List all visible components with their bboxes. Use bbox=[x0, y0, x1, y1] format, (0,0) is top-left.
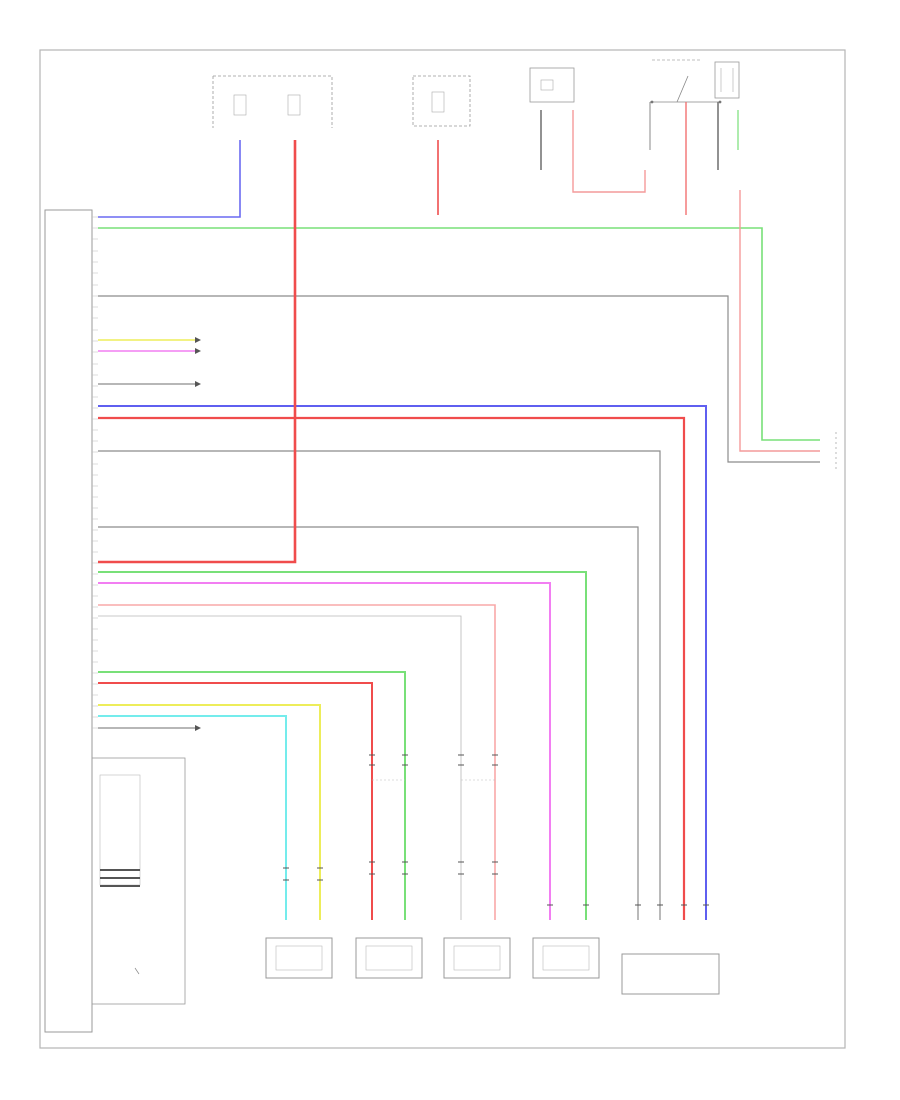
wire-gray-sensor3 bbox=[98, 615, 462, 920]
wire-pink-sensor4 bbox=[98, 582, 551, 920]
wire-green-sensor2 bbox=[98, 671, 406, 920]
control-unit-inner bbox=[91, 757, 186, 1005]
connector-marks bbox=[283, 754, 709, 906]
wire-gray-low bbox=[98, 526, 639, 920]
wire-blue-long bbox=[98, 405, 707, 920]
wire-green-long bbox=[98, 227, 820, 441]
wire-arrows bbox=[195, 337, 201, 731]
sensor-2 bbox=[355, 937, 423, 979]
sensor-3 bbox=[443, 937, 511, 979]
wire-yellow-sensor1 bbox=[98, 704, 321, 920]
control-unit-pins bbox=[92, 216, 98, 729]
fuse-block-middle bbox=[412, 75, 471, 127]
wire-gray-top bbox=[98, 295, 820, 463]
relay-box bbox=[529, 67, 575, 103]
fuse-block-left bbox=[212, 75, 333, 128]
diagram-border bbox=[39, 49, 846, 1049]
switch-component bbox=[650, 59, 740, 104]
sensor-4 bbox=[532, 937, 600, 979]
wire-lightred-sensor bbox=[98, 604, 496, 920]
wire-blue-top bbox=[98, 140, 241, 218]
sensor-1 bbox=[265, 937, 333, 979]
wire-lightred-right bbox=[739, 190, 820, 452]
wire-red-long bbox=[98, 416, 686, 920]
module-box bbox=[621, 953, 720, 995]
wire-green-sensor4 bbox=[98, 571, 587, 920]
wire-gray-mid bbox=[98, 450, 661, 920]
wire-red-fuse bbox=[98, 140, 297, 564]
control-unit-box bbox=[44, 209, 93, 1033]
wire-cyan-sensor1 bbox=[98, 715, 287, 920]
wire-lightred-relay bbox=[572, 110, 646, 193]
wire-red-sensor2 bbox=[98, 682, 373, 920]
